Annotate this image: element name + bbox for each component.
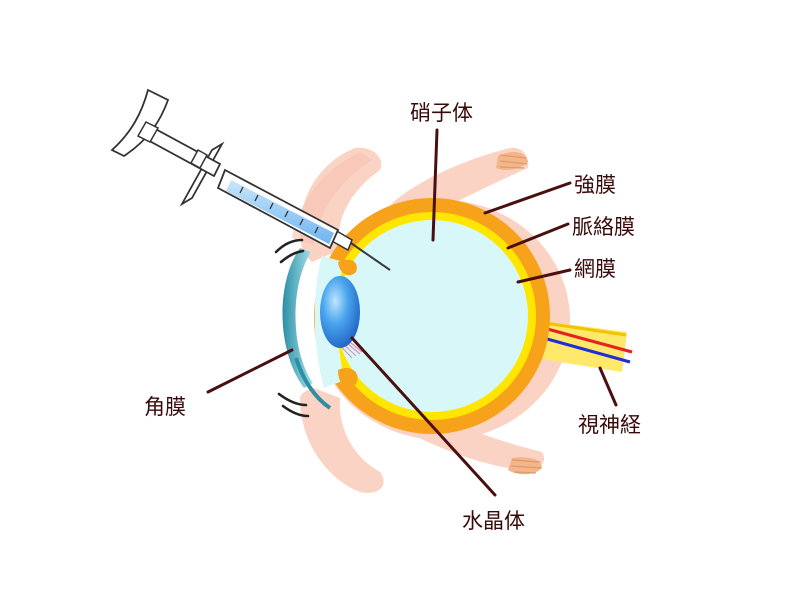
leader-retina [516, 268, 572, 284]
label-optic-nerve: 視神経 [578, 413, 641, 437]
ciliary-upper [338, 259, 357, 276]
label-choroid: 脈絡膜 [572, 215, 635, 239]
label-vitreous: 硝子体 [410, 101, 473, 125]
syringe-icon [110, 88, 391, 271]
optic-nerve [535, 320, 633, 372]
leader-optic-nerve [598, 366, 618, 407]
label-lens: 水晶体 [462, 509, 525, 533]
leader-cornea [206, 348, 294, 394]
upper-muscle [390, 147, 529, 215]
leader-lens [350, 336, 497, 497]
lens [320, 276, 360, 348]
eyelid-lower [300, 388, 384, 493]
leader-sclera [483, 181, 572, 215]
leader-vitreous [431, 128, 439, 242]
vitreous-body [336, 220, 528, 412]
label-cornea: 角膜 [144, 395, 186, 419]
motion-marks-icon [274, 238, 310, 418]
leader-choroid [506, 222, 570, 250]
label-sclera: 強膜 [574, 173, 616, 197]
label-retina: 網膜 [574, 257, 616, 281]
cornea [282, 248, 313, 388]
ciliary-lower [338, 367, 358, 388]
